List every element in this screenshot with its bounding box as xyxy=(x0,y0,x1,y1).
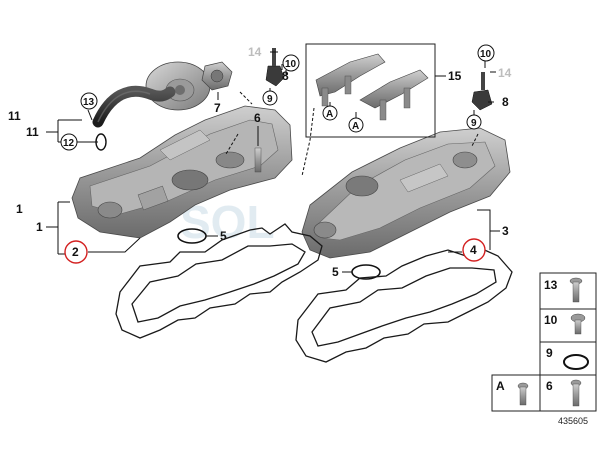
callout-4-highlight-ring xyxy=(462,238,486,262)
breather-hose xyxy=(92,85,176,128)
callout-a-left-ring xyxy=(322,105,338,121)
callout-8-left: 8 xyxy=(282,69,289,83)
legend-13-number: 13 xyxy=(544,278,558,292)
callout-13-ring xyxy=(80,92,98,110)
callout-a-right: A xyxy=(352,121,359,132)
callout-12: 12 xyxy=(63,138,75,149)
gasket-left-inner xyxy=(131,243,306,323)
callout-a-left: A xyxy=(326,109,333,120)
crankcase-vent-fitting xyxy=(201,61,233,91)
callout-1: 1 xyxy=(36,220,43,234)
bolt-13-icon xyxy=(569,277,583,303)
gasket-right-inner xyxy=(311,267,497,347)
callout-9-left-ring xyxy=(262,90,278,106)
screw-10-icon xyxy=(570,313,586,335)
callout-1-small: 1 xyxy=(16,202,23,216)
callout-7: 7 xyxy=(214,101,221,115)
callout-10-right-ring xyxy=(477,44,495,62)
callout-11-sub: 11 xyxy=(26,125,39,139)
bolt-6-on-cover xyxy=(254,147,262,173)
callout-9-left: 9 xyxy=(267,94,273,105)
leader-lines xyxy=(46,51,500,273)
bolt-6-icon xyxy=(570,379,582,407)
callout-4: 4 xyxy=(470,243,477,257)
gasket-left xyxy=(115,223,323,339)
oring-12 xyxy=(95,133,107,151)
detail-box-15 xyxy=(305,43,436,138)
callout-9-right-ring xyxy=(466,114,482,130)
callout-10-top: 10 xyxy=(285,59,297,70)
parts-legend: 13 10 9 A 6 435605 xyxy=(491,272,597,426)
oring-9-icon xyxy=(563,354,589,370)
camshaft-sensor-right xyxy=(471,72,493,111)
ignition-coil-rail-right xyxy=(359,69,429,121)
gasket-right xyxy=(295,247,513,363)
callout-8-right: 8 xyxy=(502,95,509,109)
callout-10-top-ring xyxy=(282,54,300,72)
callout-a-right-ring xyxy=(348,117,364,133)
left-valve-cover xyxy=(71,105,293,239)
callout-3: 3 xyxy=(502,224,509,238)
callout-9-right: 9 xyxy=(471,118,477,129)
ignition-coil-rail-left xyxy=(315,53,386,107)
callout-15: 15 xyxy=(448,69,462,83)
legend-6-number: 6 xyxy=(546,379,553,393)
callout-2-highlight-ring xyxy=(64,240,88,264)
callout-11: 11 xyxy=(8,109,21,123)
legend-a-letter: A xyxy=(496,379,505,393)
callout-2: 2 xyxy=(72,245,79,259)
callout-14-right: 14 xyxy=(498,66,512,80)
callout-12-ring xyxy=(60,133,78,151)
oil-filler-cap xyxy=(145,61,211,111)
bolt-a-icon xyxy=(517,382,529,406)
callout-5-left: 5 xyxy=(220,229,227,243)
callout-13: 13 xyxy=(83,97,95,108)
callout-6: 6 xyxy=(254,111,261,125)
camshaft-sensor-left xyxy=(265,48,285,87)
callouts: 1 1 2 3 4 5 5 6 7 8 8 9 9 10 10 11 11 12… xyxy=(8,44,512,279)
legend-9-number: 9 xyxy=(546,346,553,360)
callout-10-right: 10 xyxy=(480,49,492,60)
legend-10-number: 10 xyxy=(544,313,558,327)
diagram-number: 435605 xyxy=(558,416,588,426)
callout-14-left: 14 xyxy=(248,45,262,59)
right-valve-cover xyxy=(301,127,511,259)
callout-5-right: 5 xyxy=(332,265,339,279)
